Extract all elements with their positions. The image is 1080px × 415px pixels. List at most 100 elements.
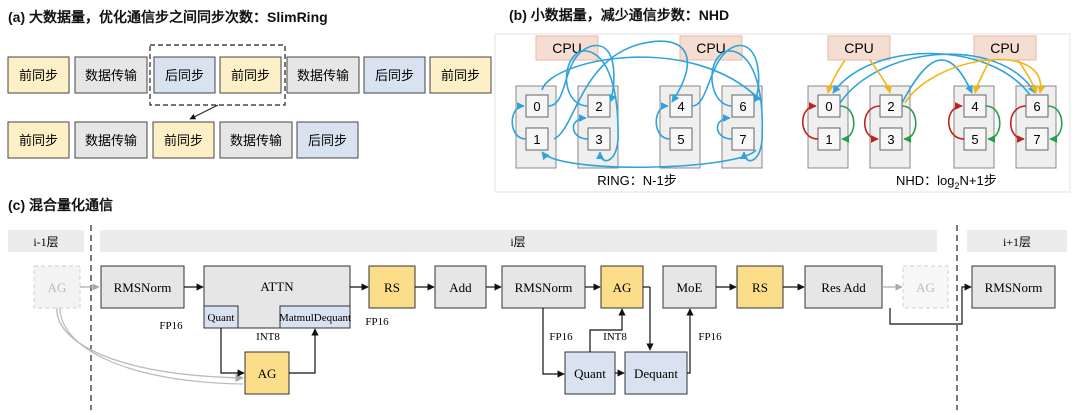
arrow-quant-ag2 xyxy=(589,308,626,352)
fp16-label-3: FP16 xyxy=(549,331,573,343)
add-block xyxy=(434,265,487,309)
layer-cur-label: i层 xyxy=(510,235,525,249)
row1-block-6 xyxy=(363,56,426,94)
arrow-ag-matmul xyxy=(289,328,319,374)
nhd-node-0-label: 0 xyxy=(825,99,832,114)
row1-block-7 xyxy=(429,56,492,94)
matmul-dequant xyxy=(279,305,351,329)
row2-block-5 xyxy=(296,121,359,159)
ring-node-6-label: 6 xyxy=(739,99,746,114)
ag-block-2-label: AG xyxy=(613,280,632,295)
nhd-node-2-label: 2 xyxy=(887,99,894,114)
panel-b: (b) 小数据量，减少通信步数：NHD CPU CPU 0 1 2 3 4 5 … xyxy=(494,7,1071,193)
collapse-arrow xyxy=(189,104,219,120)
panel-c: (c) 混合量化通信 i-1层 i层 i+1层 AG RMSNorm ATTN … xyxy=(8,197,1067,410)
layer-next-label: i+1层 xyxy=(1003,235,1031,249)
row2-block-4 xyxy=(219,121,293,159)
row1-label-4: 前同步 xyxy=(231,68,270,83)
ring-arrow-wrap xyxy=(541,149,757,168)
ring-arrow-5-4 xyxy=(655,102,671,140)
add-label: Add xyxy=(449,280,472,295)
row1-block-1 xyxy=(7,56,70,94)
ag-faded-right xyxy=(902,265,949,309)
nhd-caption-pre: NHD：log xyxy=(896,173,955,188)
ring-arrow-2-3 xyxy=(565,50,619,162)
ag-block-1-label: AG xyxy=(258,366,277,381)
attn-label: ATTN xyxy=(260,279,294,294)
ag-block-1 xyxy=(244,351,290,395)
rs-block-2 xyxy=(736,265,784,309)
rmsnorm-2-label: RMSNorm xyxy=(515,280,573,295)
rmsnorm-3-label: RMSNorm xyxy=(985,280,1043,295)
res-add-label: Res Add xyxy=(821,280,866,295)
rmsnorm-1-label: RMSNorm xyxy=(114,280,172,295)
row1-block-3 xyxy=(153,56,216,94)
fp16-label-4: FP16 xyxy=(698,331,722,343)
rs-block-2-label: RS xyxy=(752,280,768,295)
ring-arrows xyxy=(511,40,764,168)
nhd-caption-sub: 2 xyxy=(955,181,960,191)
row2: 前同步 数据传输 前同步 数据传输 后同步 xyxy=(7,121,359,159)
row1-block-5 xyxy=(286,56,360,94)
nhd-orange-cpu-2 xyxy=(869,59,893,94)
nhd-node-4-label: 4 xyxy=(971,99,978,114)
panel-b-frame xyxy=(494,33,1071,193)
nhd-cpu-left-label: CPU xyxy=(844,40,874,56)
nhd-blue-0-6 xyxy=(839,53,1036,104)
ring-caption: RING：N-1步 xyxy=(597,173,676,188)
layer-next-bar xyxy=(967,230,1067,252)
nhd-intra-arrows xyxy=(802,102,1063,143)
rs-block-1-label: RS xyxy=(384,280,400,295)
arrow-resadd-next xyxy=(889,283,972,325)
row1-label-5: 数据传输 xyxy=(297,68,349,83)
ring-node-4-label: 4 xyxy=(677,99,684,114)
row2-block-1 xyxy=(7,121,70,159)
nhd-node-1-label: 1 xyxy=(825,132,832,147)
nhd-orange-2-6 xyxy=(904,58,1046,104)
nhd-caption: NHD：log2N+1步 xyxy=(896,173,997,191)
ring-cpu-left-label: CPU xyxy=(552,40,582,56)
row1-label-1: 前同步 xyxy=(19,68,58,83)
ring-arrow-to-4 xyxy=(553,40,689,140)
nhd-green-2-3 xyxy=(901,105,917,143)
nhd-node-7-label: 7 xyxy=(1033,132,1040,147)
quant-small-label: Quant xyxy=(208,312,235,324)
ring-node-3-label: 3 xyxy=(595,132,602,147)
moe-block xyxy=(662,265,717,309)
layer-prev-label: i-1层 xyxy=(33,235,58,249)
ag-block-2 xyxy=(600,265,644,309)
moe-label: MoE xyxy=(677,280,703,295)
row1-label-2: 数据传输 xyxy=(85,68,137,83)
rmsnorm-1 xyxy=(100,265,185,309)
ring-arrow-cross xyxy=(541,56,761,101)
ag-faded-right-label: AG xyxy=(916,280,935,295)
arrow-rms2-quant xyxy=(542,308,565,378)
ring-cpu-right-label: CPU xyxy=(696,40,726,56)
nhd-blue-2-4 xyxy=(901,59,973,104)
nhd-red-5-4 xyxy=(948,102,965,140)
nhd-cpu-left xyxy=(827,35,891,61)
row2-label-2: 数据传输 xyxy=(85,133,137,148)
panel-c-title: (c) 混合量化通信 xyxy=(8,197,113,213)
ring-node-7-label: 7 xyxy=(739,132,746,147)
nhd-cpu-right xyxy=(973,35,1037,61)
row2-block-2 xyxy=(74,121,148,159)
nhd-blue-arrows xyxy=(832,52,1036,104)
ring-arrow-3-left xyxy=(572,114,589,140)
nhd-node-5-label: 5 xyxy=(971,132,978,147)
arrow-ag-faded-to-ag xyxy=(56,307,244,383)
nhd-cpu-right-label: CPU xyxy=(990,40,1020,56)
arrow-dequant-moe xyxy=(686,308,694,374)
rmsnorm-2 xyxy=(501,265,586,309)
matmul-dequant-label: MatmulDequant xyxy=(279,312,351,324)
ring-arrow-1-0 xyxy=(511,102,527,140)
layer-prev-bar xyxy=(8,230,84,252)
nhd-node-6-label: 6 xyxy=(1033,99,1040,114)
arrow-quant-ag xyxy=(220,328,245,377)
nhd-red-6-7 xyxy=(1010,105,1027,143)
ring-arrow-0-2 xyxy=(547,44,617,107)
row1: 前同步 数据传输 后同步 前同步 数据传输 后同步 前同步 xyxy=(7,56,492,94)
nhd-green-4-5 xyxy=(985,105,1001,143)
nhd-orange-cpu-0 xyxy=(825,59,846,94)
